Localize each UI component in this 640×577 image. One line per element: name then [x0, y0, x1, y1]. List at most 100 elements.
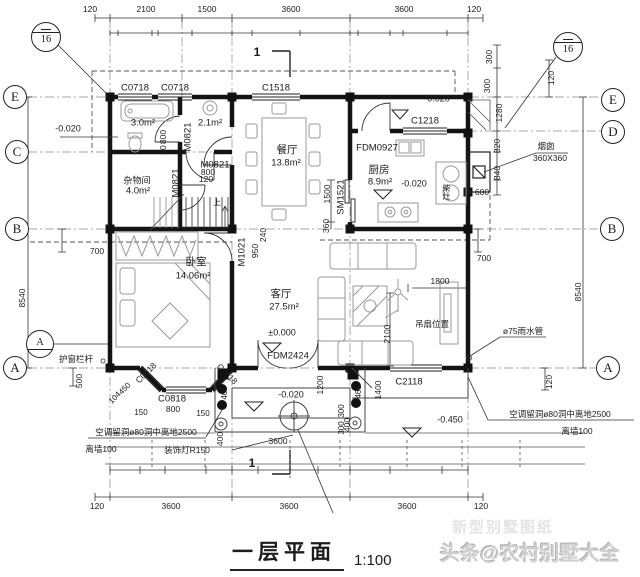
dim-inner-120: 120 [198, 173, 214, 184]
dim-right-300a: 300 [483, 49, 494, 65]
dim-bot-3600c: 3600 [397, 500, 417, 511]
room-name-dining: 餐厅 [276, 143, 298, 156]
dim-inner-240: 240 [257, 227, 268, 243]
note-ceiling-fan: 吊扇位置 [414, 318, 450, 329]
dim-inner-1400: 1400 [372, 380, 383, 400]
dim-inner-2100: 2100 [381, 324, 392, 344]
note-deco-light: 装饰灯R150 [164, 444, 210, 455]
dim-inner-800a: 800 [157, 129, 168, 145]
note-ac-wall-left: 离墙100 [85, 443, 117, 454]
detail-divider [27, 349, 53, 350]
axis-bubble-right-b: B [600, 217, 624, 241]
dim-bot-120b: 120 [473, 500, 489, 511]
dim-inner-800c: 800 [165, 403, 181, 414]
section-cut-1-top: 1 [253, 45, 261, 59]
room-name-bedroom: 卧室 [185, 255, 207, 268]
dim-inner-800b: 800 [200, 166, 216, 177]
drawing-title: 一层平面 [230, 536, 344, 571]
note-window-rail: 护窗栏杆 [58, 353, 94, 364]
room-area-kitchen: 8.9m² [367, 176, 393, 188]
note-ac-wall-right: 离墙100 [561, 425, 593, 436]
axis-bubble-right-d: D [601, 120, 625, 144]
axis-bubble-left-c: C [5, 140, 29, 164]
door-code-m0821a: M0821 [182, 122, 194, 152]
level-mark-kitchen: -0.020 [401, 178, 427, 189]
dim-inner-460l: 460 [220, 386, 229, 400]
note-stairs-up: 上 [213, 198, 221, 207]
door-code-m0821c: M0821 [170, 168, 182, 198]
door-code-m0821b: M0821 [200, 159, 230, 171]
dim-right-120bot: 120 [543, 374, 554, 390]
room-area-dining: 13.8m² [271, 157, 301, 169]
door-code-fdm0927: FDM0927 [356, 142, 398, 154]
section-dash [563, 39, 573, 40]
dim-top-1500: 1500 [197, 3, 217, 14]
section-divider [32, 32, 60, 33]
dim-top-120b: 120 [466, 3, 482, 14]
axis-bubble-left-a: A [3, 356, 27, 380]
drawing-scale: 1:100 [354, 552, 392, 569]
note-wood-stove: 柴灶 [442, 184, 451, 200]
dim-right-820: 820 [491, 138, 502, 154]
section-number: 16 [40, 34, 52, 45]
dim-top-120a: 120 [82, 3, 98, 14]
window-code-c0718a: C0718 [121, 82, 149, 94]
window-code-c1518: C1518 [262, 82, 290, 94]
dim-right-840: 840 [491, 165, 502, 181]
level-mark-left: -0.020 [55, 123, 81, 134]
section-number: 16 [562, 44, 574, 55]
detail-letter: A [36, 337, 44, 348]
room-area-bath2: 2.1m² [197, 117, 223, 129]
dim-bot-3600a: 3600 [161, 500, 181, 511]
room-area-bath1: 3.0m² [130, 117, 156, 129]
dim-right-1280: 1280 [493, 103, 504, 123]
section-marker-16-left: 16 [31, 22, 61, 52]
dim-top-2100: 2100 [136, 3, 156, 14]
dim-right-600: 600 [474, 186, 490, 197]
door-code-m1021: M1021 [236, 237, 248, 267]
level-mark-zero: ±0.000 [268, 327, 296, 338]
dim-inner-150r: 150 [196, 409, 210, 418]
dim-right-120top: 120 [545, 70, 556, 86]
note-ac-hole-right: 空调留洞ø80洞中离地2500 [509, 408, 611, 419]
door-code-sm1521: SM1521 [335, 179, 347, 215]
window-code-c0718b: C0718 [161, 82, 189, 94]
axis-bubble-right-e: E [601, 88, 625, 112]
window-code-c0818: C0818 [158, 393, 186, 405]
window-code-c2118: C2118 [395, 376, 423, 388]
watermark-brand: 头条@农村别墅大全 [440, 543, 620, 565]
section-cut-1-bottom: 1 [248, 456, 256, 470]
door-code-fdm2424: FDM2424 [267, 350, 309, 362]
dim-inner-1500: 1500 [321, 184, 332, 204]
note-rain-pipe: ø75雨水管 [502, 325, 544, 336]
note-chimney: 烟囱 [537, 140, 555, 151]
dim-inner-360: 360 [320, 218, 331, 234]
level-mark-terrace: -0.450 [437, 414, 463, 425]
window-code-c1218: C1218 [411, 115, 439, 127]
dim-top-3600b: 3600 [394, 3, 414, 14]
level-mark-top: -0.020 [424, 93, 450, 104]
room-area-storage: 4.0m² [125, 185, 151, 197]
watermark-ghost: 新型别墅图纸 [452, 519, 555, 536]
dim-right-700: 700 [476, 252, 492, 263]
drawing-title-block: 一层平面 1:100 [230, 536, 392, 571]
dim-inner-460r: 460 [354, 385, 363, 399]
dim-left-500: 500 [73, 373, 84, 389]
detail-marker-a: A [26, 330, 54, 358]
note-ac-hole-left: 空调留洞ø80洞中离地2500 [95, 426, 197, 437]
axis-bubble-left-e: E [3, 85, 27, 109]
axis-bubble-left-b: B [5, 217, 29, 241]
dim-inner-150l: 150 [134, 408, 148, 417]
dim-right-300b: 300 [481, 78, 492, 94]
dim-inner-1200: 1200 [314, 375, 325, 395]
section-dash [41, 29, 51, 30]
dim-inner-300a: 300 [337, 404, 346, 418]
room-area-living: 27.5m² [269, 301, 299, 313]
dim-bot-120a: 120 [89, 500, 105, 511]
dim-top-3600a: 3600 [281, 3, 301, 14]
dim-inner-400l: 400 [214, 431, 225, 447]
dim-left-8540: 8540 [16, 288, 27, 308]
room-name-kitchen: 厨房 [368, 163, 390, 176]
